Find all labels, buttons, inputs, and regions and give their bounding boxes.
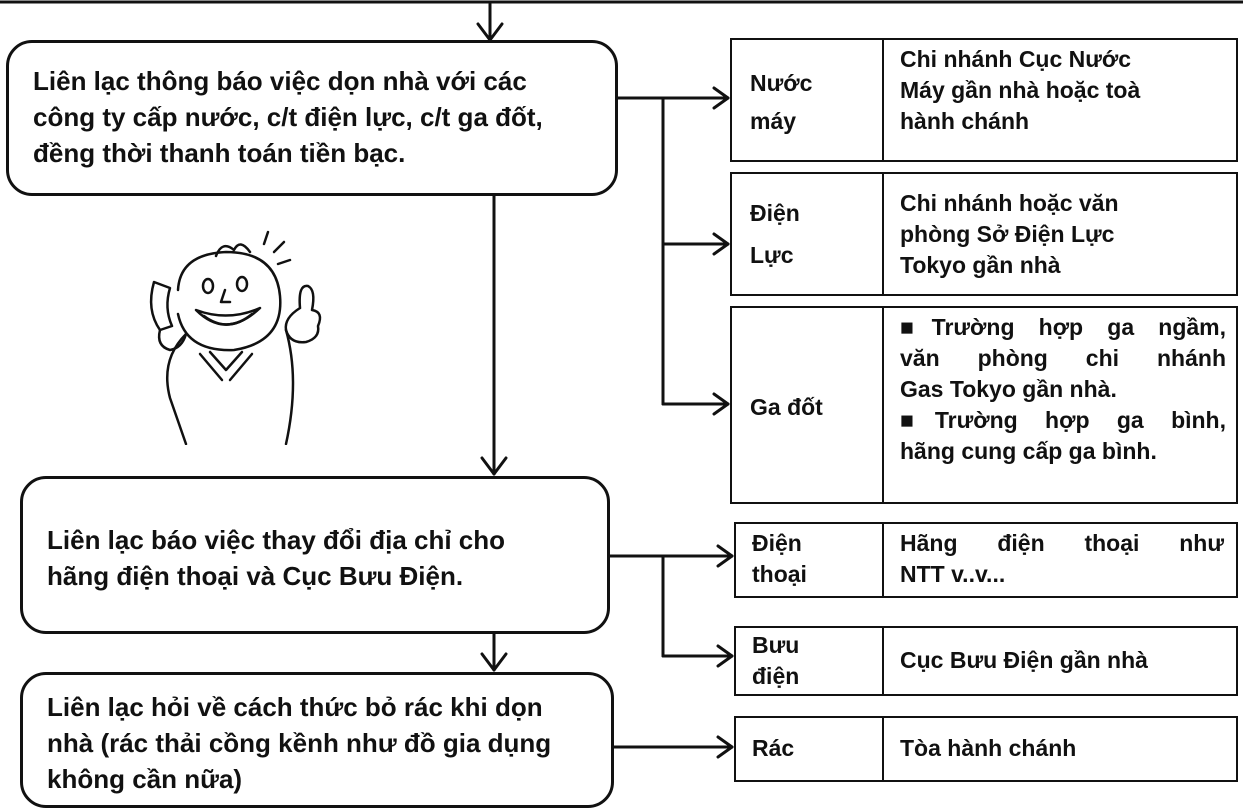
contact-water-desc-1: Chi nhánh Cục Nước	[900, 46, 1132, 72]
step-2-line-1: Liên lạc báo việc thay đổi địa chỉ cho	[47, 525, 506, 555]
step-2-box: Liên lạc báo việc thay đổi địa chỉ cho h…	[20, 476, 610, 634]
contact-telephone-label-2: thoại	[752, 561, 807, 587]
contact-post-label-1: Bưu	[752, 632, 800, 658]
contact-gas-label-1: Ga đốt	[750, 394, 823, 420]
contact-garbage-desc-1: Tòa hành chánh	[900, 735, 1077, 761]
contact-electricity-desc-2: phòng Sở Điện Lực	[900, 221, 1115, 247]
step-1-line-1: Liên lạc thông báo việc dọn nhà với các	[33, 66, 527, 96]
contact-telephone-desc-1: Hãng điện thoại như	[900, 530, 1224, 556]
contact-gas-desc-4: ■Trường hợp ga bình,	[900, 407, 1226, 433]
contact-electricity-desc-1: Chi nhánh hoặc văn	[900, 190, 1119, 216]
contact-telephone-label-1: Điện	[752, 530, 802, 556]
contact-garbage-label-1: Rác	[752, 735, 795, 761]
contact-electricity: Điện Lực Chi nhánh hoặc văn phòng Sở Điệ…	[730, 172, 1238, 296]
contact-post: Bưu điện Cục Bưu Điện gần nhà	[734, 626, 1238, 696]
contact-telephone: Điện thoại Hãng điện thoại như NTT v..v.…	[734, 522, 1238, 598]
contact-water: Nước máy Chi nhánh Cục Nước Máy gần nhà …	[730, 38, 1238, 162]
contact-gas-desc-3: Gas Tokyo gần nhà.	[900, 376, 1117, 402]
step-3-line-3: không cần nữa)	[47, 764, 243, 794]
contact-water-desc-3: hành chánh	[900, 108, 1030, 134]
contact-gas: Ga đốt ■Trường hợp ga ngầm, văn phòng ch…	[730, 306, 1238, 504]
contact-electricity-desc-3: Tokyo gần nhà	[900, 252, 1061, 278]
step-1-line-3: đềng thời thanh toán tiền bạc.	[33, 138, 406, 168]
step-3-line-2: nhà (rác thải cồng kềnh như đồ gia dụng	[47, 728, 552, 758]
person-on-phone-thumbs-up-icon	[149, 230, 322, 445]
contact-water-label-2: máy	[750, 108, 797, 134]
contact-garbage: Rác Tòa hành chánh	[734, 716, 1238, 782]
contact-electricity-label-1: Điện	[750, 200, 800, 226]
contact-water-desc-2: Máy gần nhà hoặc toà	[900, 77, 1141, 103]
contact-electricity-label-2: Lực	[750, 242, 794, 268]
contact-water-label-1: Nước	[750, 70, 813, 96]
contact-gas-desc-5: hãng cung cấp ga bình.	[900, 438, 1157, 464]
contact-telephone-desc-2: NTT v..v...	[900, 561, 1006, 587]
step-1-box: Liên lạc thông báo việc dọn nhà với các …	[6, 40, 618, 196]
step-1-line-2: công ty cấp nước, c/t điện lực, c/t ga đ…	[33, 102, 543, 132]
contact-gas-desc-2: văn phòng chi nhánh	[900, 345, 1226, 371]
step-3-line-1: Liên lạc hỏi về cách thức bỏ rác khi dọn	[47, 692, 543, 722]
step-3-box: Liên lạc hỏi về cách thức bỏ rác khi dọn…	[20, 672, 614, 808]
contact-post-desc-1: Cục Bưu Điện gần nhà	[900, 647, 1148, 673]
contact-post-label-2: điện	[752, 663, 800, 689]
contact-gas-desc-1: ■Trường hợp ga ngầm,	[900, 314, 1226, 340]
step-2-line-2: hãng điện thoại và Cục Bưu Điện.	[47, 561, 464, 591]
